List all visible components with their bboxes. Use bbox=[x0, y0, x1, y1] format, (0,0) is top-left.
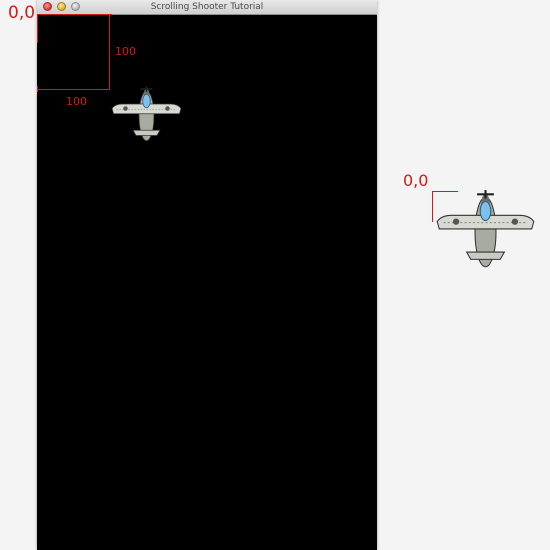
plane-icon bbox=[111, 86, 182, 142]
minimize-button[interactable] bbox=[57, 2, 66, 11]
sprite-origin-label: 0,0 bbox=[403, 171, 429, 190]
top-guide-line bbox=[37, 14, 110, 15]
title-bar: Scrolling Shooter Tutorial bbox=[37, 0, 377, 15]
sprite-guide-left bbox=[432, 191, 433, 222]
zoom-button[interactable] bbox=[71, 2, 80, 11]
sprite-guide-top bbox=[432, 191, 458, 192]
game-window: Scrolling Shooter Tutorial bbox=[37, 0, 377, 550]
bottom-left-tick bbox=[37, 86, 38, 92]
width-label: 100 bbox=[66, 95, 87, 108]
plane-icon bbox=[436, 190, 535, 268]
window-title: Scrolling Shooter Tutorial bbox=[150, 2, 264, 12]
bottom-guide-line bbox=[37, 89, 110, 90]
game-canvas[interactable] bbox=[37, 15, 377, 550]
origin-label: 0,0 bbox=[8, 3, 36, 23]
right-guide-line bbox=[109, 14, 110, 90]
left-guide-line bbox=[37, 14, 38, 43]
close-button[interactable] bbox=[43, 2, 52, 11]
height-label: 100 bbox=[115, 45, 136, 58]
top-right-tick bbox=[106, 14, 112, 15]
